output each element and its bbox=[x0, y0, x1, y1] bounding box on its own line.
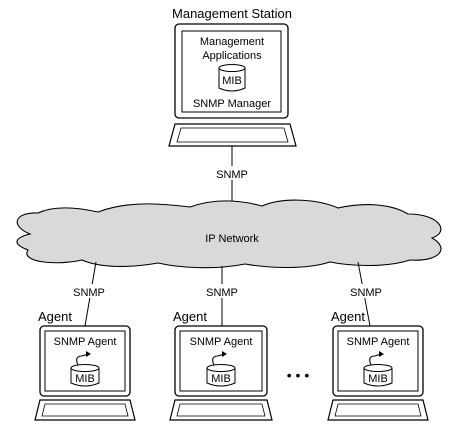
management-station-title: Management Station bbox=[172, 6, 292, 21]
agent-1: Agent SNMP Agent MIB bbox=[34, 309, 136, 421]
agent-1-mib-cylinder: MIB bbox=[70, 364, 100, 387]
manager-snmp-label: SNMP bbox=[216, 169, 248, 181]
snmp-manager-label: SNMP Manager bbox=[193, 98, 271, 110]
ip-network-cloud bbox=[16, 199, 442, 269]
agent-1-snmp-agent-label: SNMP Agent bbox=[54, 336, 117, 348]
agent-3-mib-cylinder: MIB bbox=[363, 364, 393, 387]
agent-2-mib-cylinder: MIB bbox=[206, 364, 236, 387]
agent-1-mib-label: MIB bbox=[75, 373, 95, 385]
agent-3-mib-label: MIB bbox=[368, 373, 388, 385]
agent-2-title: Agent bbox=[173, 309, 207, 324]
agent-1-title: Agent bbox=[38, 309, 72, 324]
management-applications-line2: Applications bbox=[202, 50, 262, 62]
ip-network-label: IP Network bbox=[205, 233, 259, 245]
agent-2: Agent SNMP Agent MIB bbox=[169, 309, 273, 421]
agent-2-snmp-agent-label: SNMP Agent bbox=[190, 336, 253, 348]
agent-3: Agent SNMP Agent MIB bbox=[327, 309, 429, 421]
agent-3-title: Agent bbox=[331, 309, 365, 324]
more-agents-ellipsis: • • • bbox=[287, 367, 310, 383]
manager-mib-cylinder: MIB bbox=[218, 64, 246, 92]
agent-3-snmp-agent-label: SNMP Agent bbox=[347, 336, 410, 348]
management-station-monitor: Management Applications MIB SNMP Manager bbox=[168, 23, 297, 147]
management-applications-line1: Management bbox=[200, 36, 264, 48]
agent-1-snmp-label: SNMP bbox=[73, 287, 105, 299]
agent-3-snmp-label: SNMP bbox=[350, 287, 382, 299]
manager-mib-label: MIB bbox=[222, 75, 242, 87]
agent-2-snmp-label: SNMP bbox=[206, 287, 238, 299]
agent-2-mib-label: MIB bbox=[211, 373, 231, 385]
